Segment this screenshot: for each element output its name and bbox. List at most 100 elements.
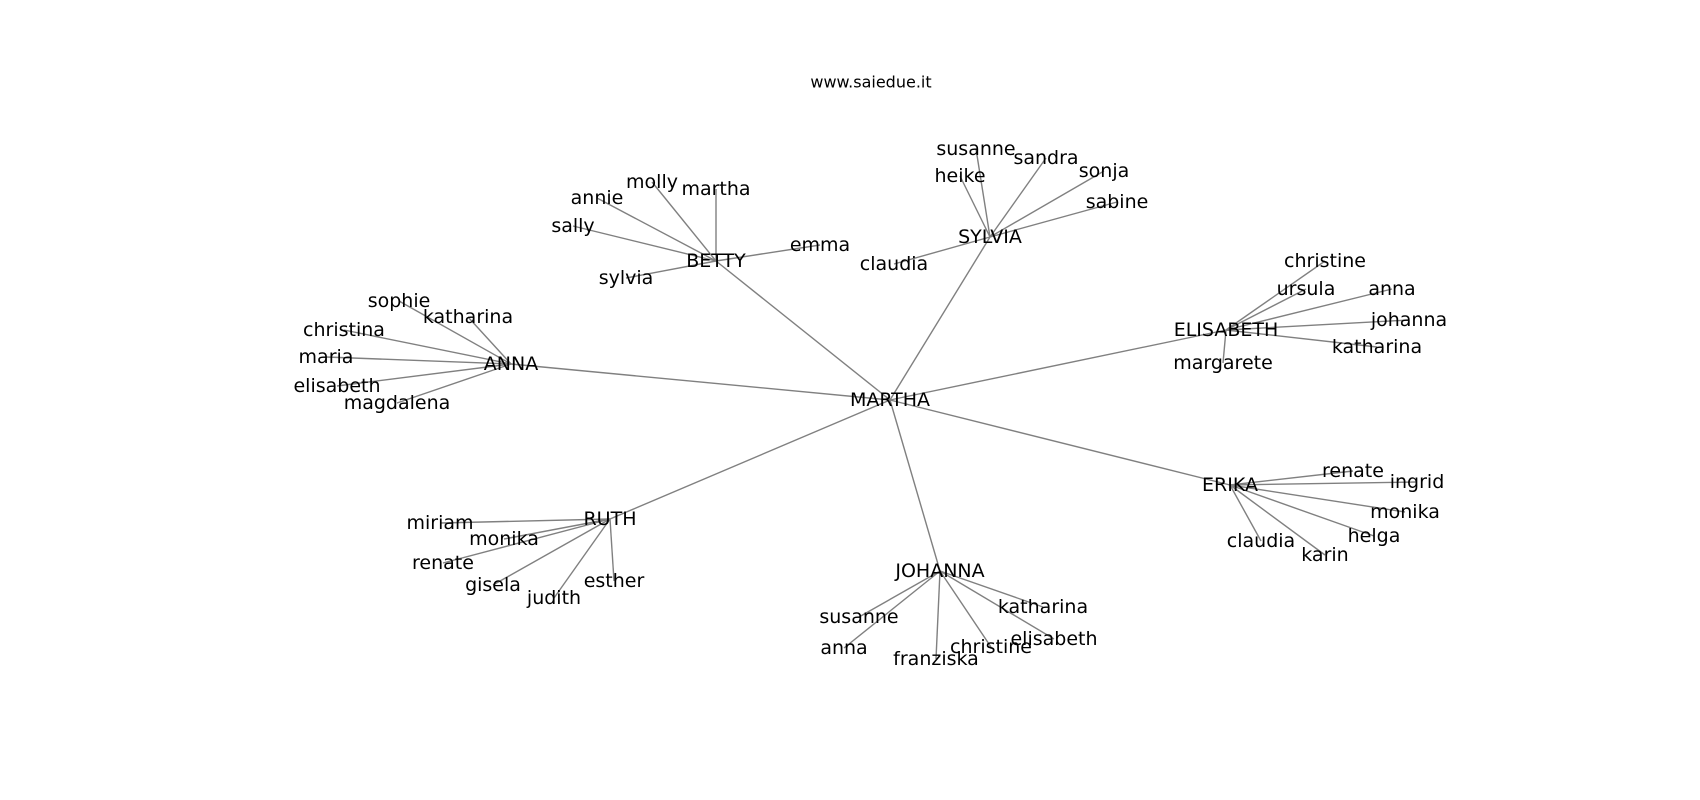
center-node-label: MARTHA — [850, 389, 930, 411]
leaf-node-label: annie — [571, 187, 624, 209]
edge-sylvia-to-claudia — [893, 236, 991, 265]
edge-erika-to-ingrid — [1229, 481, 1418, 486]
edge-erika-to-claudia — [1229, 484, 1262, 542]
edge-sylvia-to-heike — [959, 175, 991, 238]
leaf-node-label: sonja — [1079, 160, 1130, 182]
leaf-node-label: susanne — [819, 606, 898, 628]
leaf-node-label: sandra — [1013, 147, 1078, 169]
edge-center-to-ruth — [609, 399, 891, 520]
leaf-node-label: christine — [1284, 250, 1366, 272]
leaf-node-label: renate — [412, 552, 474, 574]
edge-betty-to-sylvia — [625, 260, 717, 279]
leaf-node-label: anna — [1368, 278, 1415, 300]
leaf-node-label: claudia — [860, 253, 928, 275]
edge-ruth-to-miriam — [439, 518, 611, 524]
edge-anna-to-magdalena — [396, 363, 512, 404]
edge-erika-to-helga — [1229, 484, 1375, 537]
leaf-node-label: anna — [820, 637, 867, 659]
edge-johanna-to-susanne — [858, 570, 941, 618]
edge-ruth-to-renate — [442, 518, 611, 564]
edge-johanna-to-franziska — [935, 570, 941, 660]
leaf-node-label: sophie — [368, 290, 431, 312]
edge-ruth-to-judith — [553, 518, 611, 599]
leaf-node-label: monika — [1370, 501, 1440, 523]
leaf-node-label: johanna — [1370, 309, 1447, 331]
edge-elisabeth-to-anna — [1225, 288, 1393, 331]
leaf-node-label: margarete — [1173, 352, 1273, 374]
leaf-node-label: katharina — [423, 306, 513, 328]
leaf-node-label: monika — [469, 528, 539, 550]
leaf-node-label: emma — [790, 234, 850, 256]
edge-ruth-to-monika — [503, 518, 611, 540]
edge-betty-to-molly — [651, 181, 717, 262]
edge-center-to-sylvia — [889, 236, 991, 401]
edge-johanna-to-katharina — [939, 570, 1044, 608]
leaf-node-label: judith — [526, 587, 581, 609]
edge-johanna-to-elisabeth — [939, 570, 1055, 640]
leaf-node-label: franziska — [893, 648, 979, 670]
edge-anna-to-elisabeth — [336, 363, 512, 387]
hub-node-label: ELISABETH — [1174, 319, 1279, 341]
edge-center-to-johanna — [889, 399, 941, 572]
edges-layer — [325, 148, 1418, 660]
edge-sylvia-to-sandra — [989, 157, 1047, 238]
edge-betty-to-emma — [715, 244, 821, 262]
leaf-node-label: karin — [1301, 544, 1348, 566]
leaf-node-label: maria — [299, 346, 354, 368]
edge-erika-to-monika — [1229, 484, 1406, 513]
leaf-node-label: elisabeth — [1010, 628, 1097, 650]
edge-center-to-elisabeth — [889, 329, 1227, 401]
leaf-node-label: magdalena — [344, 392, 451, 414]
edge-johanna-to-christine — [939, 570, 992, 648]
leaf-node-label: christina — [303, 319, 385, 341]
leaf-node-label: esther — [584, 570, 645, 592]
edge-elisabeth-to-christine — [1225, 260, 1326, 331]
edge-sylvia-to-sabine — [989, 201, 1118, 238]
edge-anna-to-maria — [325, 356, 512, 365]
site-watermark: www.saiedue.it — [810, 73, 931, 92]
edge-betty-to-sally — [572, 225, 717, 262]
leaf-node-label: katharina — [1332, 336, 1422, 358]
leaf-node-label: miriam — [406, 512, 473, 534]
leaf-node-label: martha — [681, 178, 750, 200]
edge-anna-to-christina — [343, 329, 512, 365]
leaf-node-label: ursula — [1277, 278, 1336, 300]
hub-node-label: RUTH — [583, 508, 636, 530]
edge-erika-to-renate — [1229, 470, 1354, 486]
hub-node-label: BETTY — [686, 250, 746, 272]
hub-node-label: ERIKA — [1202, 474, 1258, 496]
leaf-node-label: sally — [551, 215, 594, 237]
leaf-node-label: claudia — [1227, 530, 1295, 552]
hub-node-label: ANNA — [484, 353, 538, 375]
edge-betty-to-annie — [596, 197, 717, 262]
leaf-node-label: helga — [1348, 525, 1401, 547]
edge-center-to-betty — [715, 260, 891, 401]
leaf-node-label: susanne — [936, 138, 1015, 160]
leaf-node-label: gisela — [465, 574, 521, 596]
edge-anna-to-sophie — [398, 300, 512, 365]
leaf-node-label: ingrid — [1390, 471, 1445, 493]
hub-node-label: JOHANNA — [894, 560, 984, 582]
leaf-node-label: sylvia — [599, 267, 654, 289]
leaf-node-label: christine — [950, 636, 1032, 658]
leaf-node-label: elisabeth — [293, 375, 380, 397]
edge-elisabeth-to-johanna — [1225, 319, 1410, 331]
edge-elisabeth-to-ursula — [1225, 288, 1307, 331]
edge-sylvia-to-sonja — [989, 170, 1105, 238]
hub-node-label: SYLVIA — [958, 226, 1022, 248]
leaf-node-label: molly — [626, 171, 678, 193]
leaf-node-label: heike — [934, 165, 985, 187]
edge-center-to-erika — [889, 399, 1231, 486]
edge-elisabeth-to-margarete — [1222, 329, 1227, 364]
leaf-node-label: katharina — [998, 596, 1088, 618]
edge-erika-to-karin — [1229, 484, 1326, 556]
edge-elisabeth-to-katharina — [1225, 329, 1378, 348]
edge-sylvia-to-susanne — [975, 148, 991, 238]
edge-center-to-anna — [510, 363, 891, 401]
leaf-node-label: sabine — [1086, 191, 1149, 213]
edge-johanna-to-anna — [843, 570, 941, 649]
edge-anna-to-katharina — [467, 316, 512, 365]
edge-ruth-to-gisela — [492, 518, 611, 586]
